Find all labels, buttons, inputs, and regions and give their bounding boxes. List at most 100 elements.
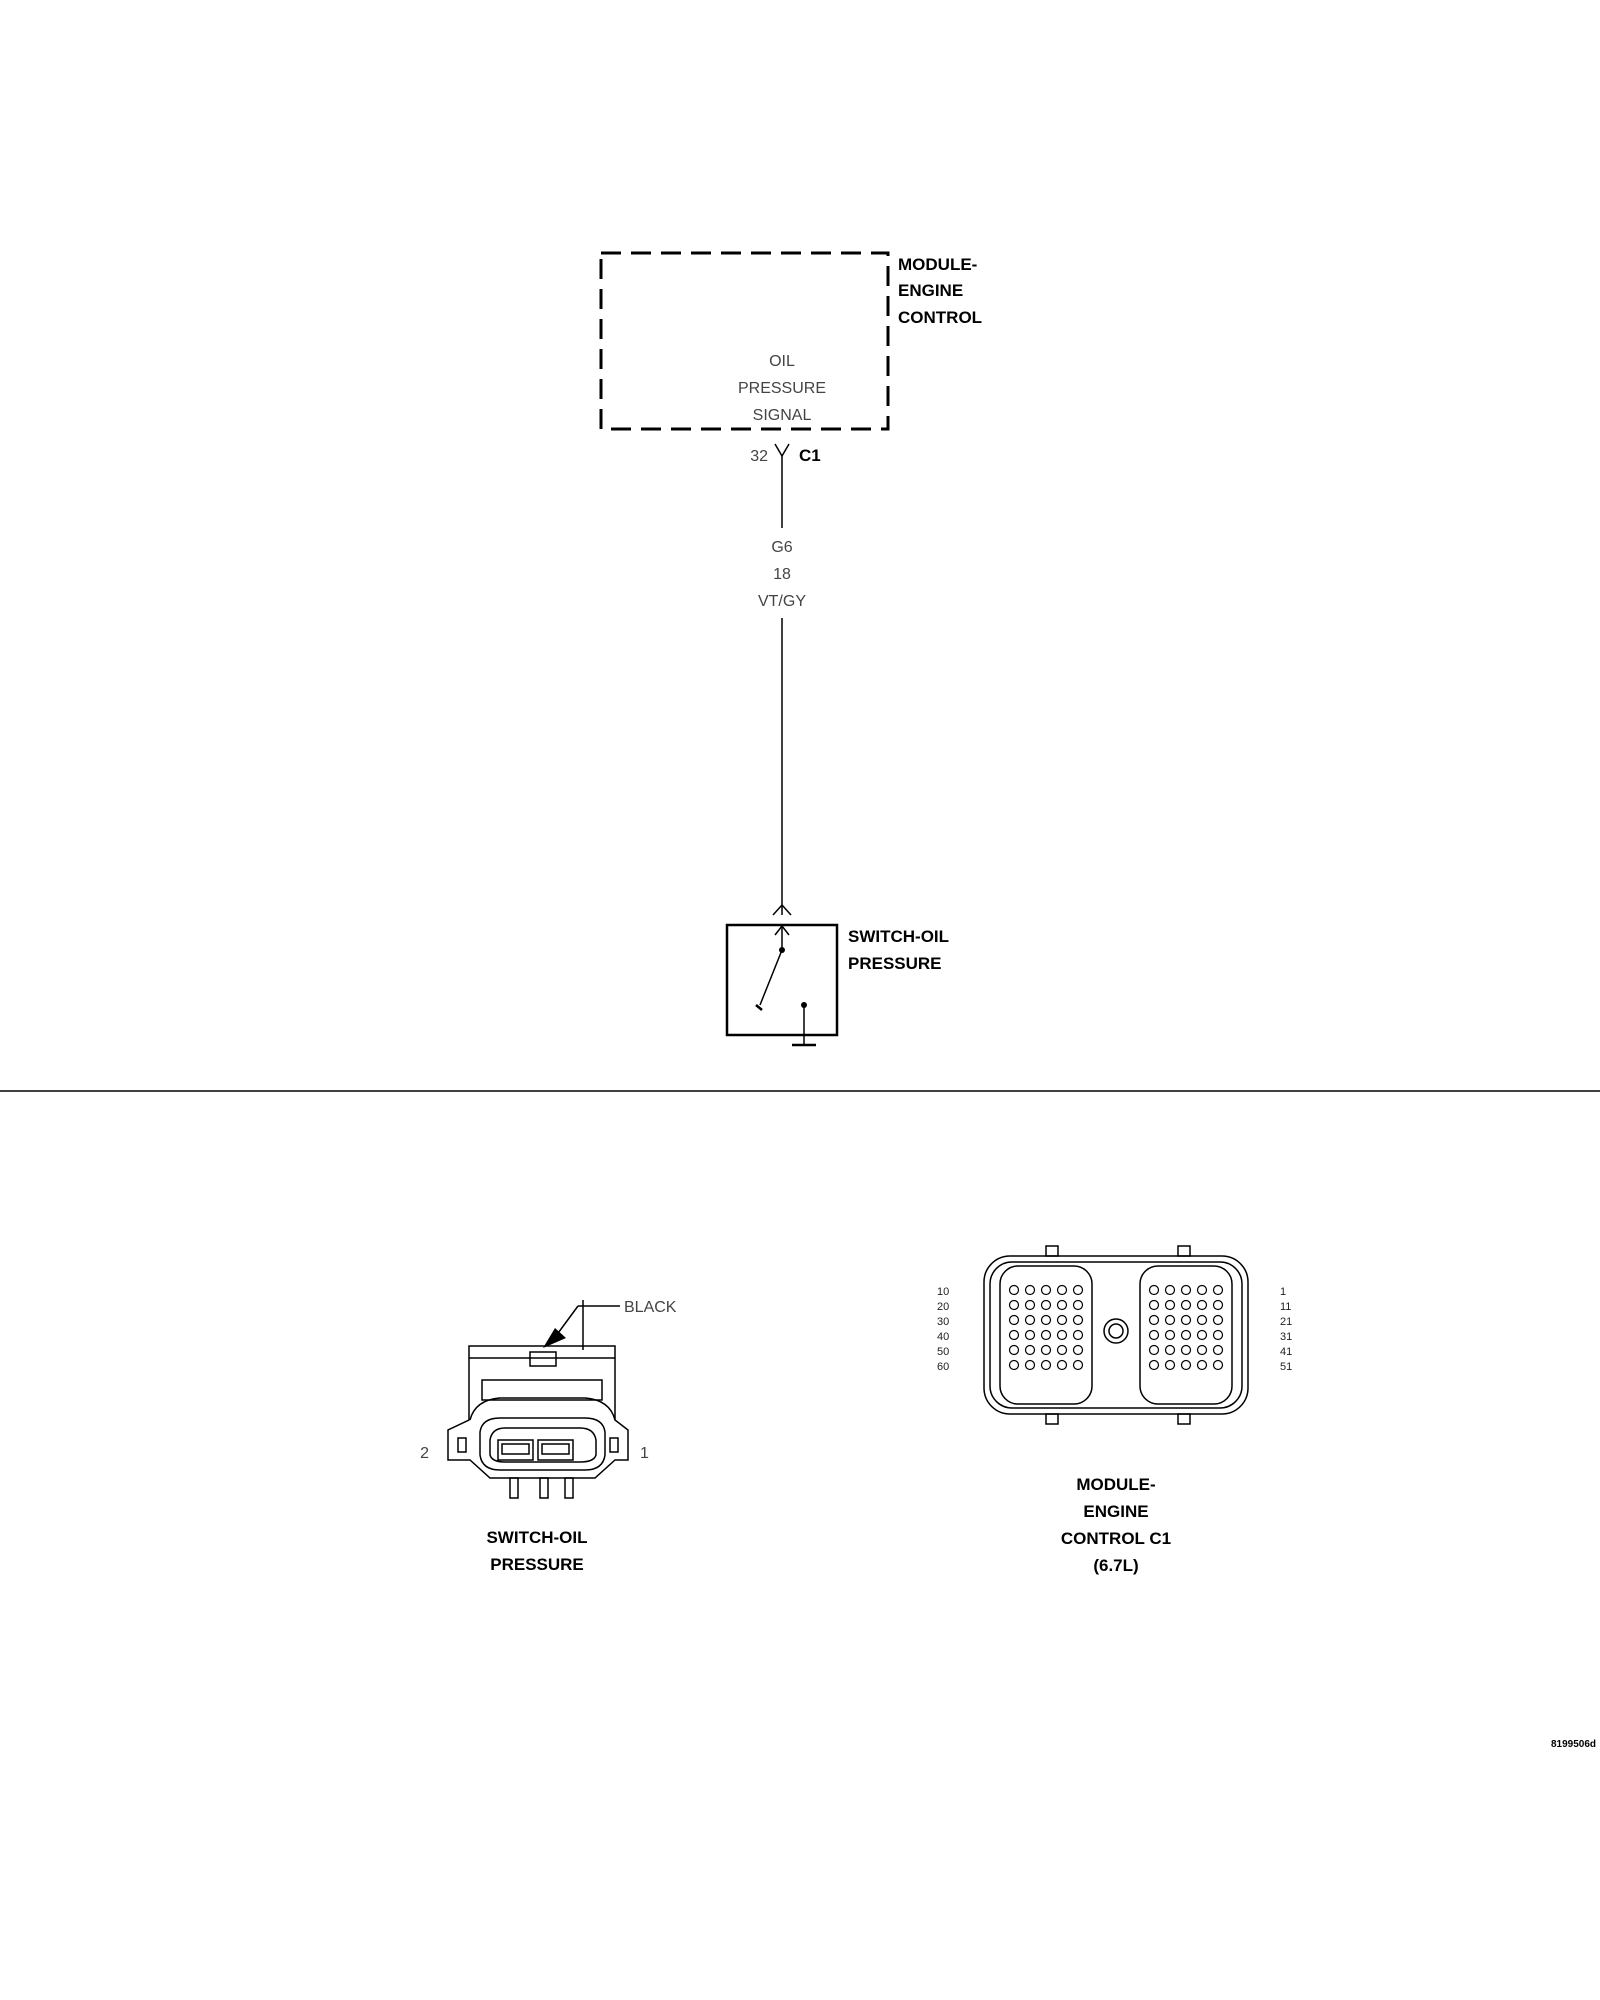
- ecm-pin-cavity: [1056, 1329, 1068, 1341]
- ecm-pin-cavity: [1148, 1284, 1160, 1296]
- ecm-pin-cavity: [1040, 1359, 1052, 1371]
- ecm-pin-cavity: [1148, 1329, 1160, 1341]
- ecm-pin-cavity: [1040, 1314, 1052, 1326]
- ecm-pin-cavity: [1056, 1314, 1068, 1326]
- ecm-pin-cavity: [1196, 1359, 1208, 1371]
- ecm-pin-cavity: [1164, 1329, 1176, 1341]
- ecm-row-label: 1: [1280, 1286, 1286, 1298]
- ecm-left-row-labels: 10 20 30 40 50 60: [937, 1286, 949, 1373]
- ecm-pin-cavity: [1008, 1359, 1020, 1371]
- ecm-pin-cavity: [1180, 1284, 1192, 1296]
- ecm-pin-cavity: [1072, 1359, 1084, 1371]
- ecm-connector-pin-array: [1008, 1284, 1224, 1371]
- ecm-row-label: 20: [937, 1301, 949, 1313]
- ecm-pin-cavity: [1148, 1299, 1160, 1311]
- connector-name: C1: [799, 446, 821, 465]
- ecm-pin-cavity: [1212, 1344, 1224, 1356]
- ecm-pin-cavity: [1180, 1299, 1192, 1311]
- ecm-pin-cavity: [1008, 1299, 1020, 1311]
- ecm-pin-cavity: [1196, 1284, 1208, 1296]
- ecm-pin-cavity: [1164, 1314, 1176, 1326]
- ecm-pin-cavity: [1164, 1344, 1176, 1356]
- ecm-pin-cavity: [1040, 1284, 1052, 1296]
- connector-color-label: BLACK: [624, 1299, 677, 1316]
- switch-pin-2-label: 2: [420, 1445, 429, 1462]
- ecm-connector-caption-line-3: CONTROL C1: [1061, 1529, 1171, 1548]
- ecm-pin-cavity: [1164, 1284, 1176, 1296]
- ecm-pin-cavity: [1072, 1299, 1084, 1311]
- switch-title-line-2: PRESSURE: [848, 954, 942, 973]
- ecm-pin-cavity: [1072, 1329, 1084, 1341]
- ecm-pin-cavity: [1212, 1329, 1224, 1341]
- ecm-pin-cavity: [1024, 1359, 1036, 1371]
- ecm-pin-cavity: [1180, 1359, 1192, 1371]
- ecm-pin-cavity: [1196, 1329, 1208, 1341]
- signal-line-1: OIL: [769, 353, 795, 370]
- ecm-pin-cavity: [1164, 1359, 1176, 1371]
- ecm-row-label: 51: [1280, 1361, 1292, 1373]
- ecm-row-label: 31: [1280, 1331, 1292, 1343]
- ecm-pin-cavity: [1196, 1344, 1208, 1356]
- ecm-pin-cavity: [1164, 1299, 1176, 1311]
- ecm-pin-cavity: [1008, 1344, 1020, 1356]
- switch-pin-1-label: 1: [640, 1445, 649, 1462]
- switch-symbol: [755, 924, 816, 1047]
- ecm-title-line-3: CONTROL: [898, 308, 982, 327]
- ecm-pin-cavity: [1212, 1314, 1224, 1326]
- signal-line-3: SIGNAL: [753, 407, 812, 424]
- ecm-pin-cavity: [1040, 1299, 1052, 1311]
- ecm-pin-cavity: [1040, 1344, 1052, 1356]
- ecm-pin-cavity: [1056, 1299, 1068, 1311]
- switch-connector-face: [447, 1300, 629, 1499]
- ecm-connector-caption-line-2: ENGINE: [1083, 1502, 1148, 1521]
- ecm-row-label: 60: [937, 1361, 949, 1373]
- ecm-pin-cavity: [1212, 1299, 1224, 1311]
- wire-circuit: G6: [771, 539, 792, 556]
- ecm-pin-cavity: [1180, 1314, 1192, 1326]
- connector-c1-symbol: [774, 443, 790, 457]
- ecm-pin-cavity: [1024, 1314, 1036, 1326]
- ecm-title-line-2: ENGINE: [898, 281, 963, 300]
- ecm-pin-cavity: [1056, 1344, 1068, 1356]
- ecm-pin-cavity: [1024, 1299, 1036, 1311]
- ecm-pin-cavity: [1008, 1314, 1020, 1326]
- ecm-connector-caption-line-1: MODULE-: [1076, 1475, 1155, 1494]
- ecm-pin-cavity: [1072, 1314, 1084, 1326]
- connector-pin-number: 32: [750, 448, 768, 465]
- ecm-pin-cavity: [1056, 1284, 1068, 1296]
- ecm-pin-cavity: [1040, 1329, 1052, 1341]
- switch-connector-caption-line-2: PRESSURE: [490, 1555, 584, 1574]
- figure-id: 8199506d: [1551, 1739, 1596, 1750]
- ecm-pin-cavity: [1056, 1359, 1068, 1371]
- ecm-connector-caption-line-4: (6.7L): [1093, 1556, 1138, 1575]
- switch-connector-symbol: [772, 904, 792, 916]
- ecm-right-row-labels: 1 11 21 31 41 51: [1280, 1286, 1292, 1373]
- ecm-row-label: 50: [937, 1346, 949, 1358]
- ecm-pin-cavity: [1024, 1344, 1036, 1356]
- wire-gauge: 18: [773, 566, 791, 583]
- ecm-pin-cavity: [1148, 1359, 1160, 1371]
- wire-color: VT/GY: [758, 593, 806, 610]
- ecm-pin-cavity: [1008, 1284, 1020, 1296]
- ecm-row-label: 41: [1280, 1346, 1292, 1358]
- ecm-row-label: 30: [937, 1316, 949, 1328]
- ecm-pin-cavity: [1180, 1344, 1192, 1356]
- ecm-pin-cavity: [1072, 1344, 1084, 1356]
- black-callout: [543, 1305, 620, 1348]
- ecm-row-label: 40: [937, 1331, 949, 1343]
- ecm-title-line-1: MODULE-: [898, 255, 977, 274]
- ecm-pin-cavity: [1212, 1359, 1224, 1371]
- ecm-pin-cavity: [1212, 1284, 1224, 1296]
- ecm-pin-cavity: [1180, 1329, 1192, 1341]
- ecm-row-label: 10: [937, 1286, 949, 1298]
- ecm-row-label: 21: [1280, 1316, 1292, 1328]
- signal-line-2: PRESSURE: [738, 380, 826, 397]
- ecm-pin-cavity: [1024, 1329, 1036, 1341]
- ecm-connector-face: [983, 1245, 1249, 1425]
- ecm-row-label: 11: [1280, 1301, 1291, 1313]
- switch-connector-caption-line-1: SWITCH-OIL: [486, 1528, 587, 1547]
- ecm-pin-cavity: [1196, 1299, 1208, 1311]
- ecm-pin-cavity: [1024, 1284, 1036, 1296]
- ecm-pin-cavity: [1148, 1314, 1160, 1326]
